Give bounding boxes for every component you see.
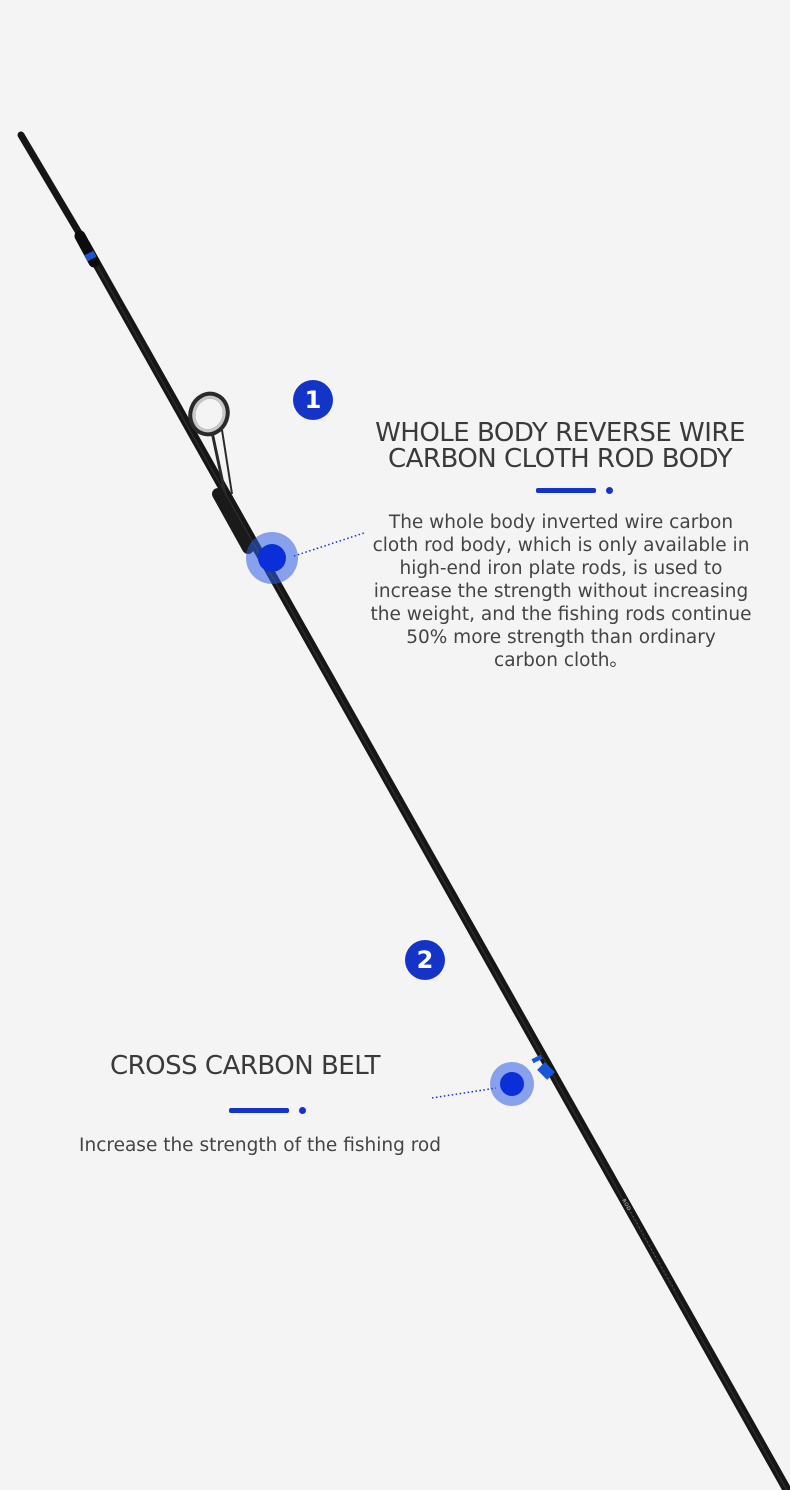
feature-1-desc-line: the weight, and the fishing rods continu…: [370, 604, 752, 625]
carbon-belt-wrap: [537, 1062, 555, 1080]
feature-1-underline: [536, 487, 616, 494]
feature-1-desc-line: carbon cloth。: [494, 650, 628, 671]
feature-1-title-line-1: WHOLE BODY REVERSE WIRE: [375, 418, 745, 448]
feature-2-underline: [229, 1107, 309, 1114]
rod-tip-section: [17, 131, 89, 247]
feature-1-title-line-2: CARBON CLOTH ROD BODY: [387, 444, 733, 474]
feature-1-desc-line: increase the strength without increasing: [373, 581, 749, 602]
connector-1: [293, 532, 365, 557]
feature-1-description: The whole body inverted wire carbon clot…: [346, 511, 776, 672]
feature-2-title: CROSS CARBON BELT: [109, 1051, 381, 1081]
feature-1-hotspot[interactable]: [246, 532, 298, 584]
feature-1-desc-line: high-end iron plate rods, is used to: [399, 558, 723, 579]
feature-1-desc-line: 50% more strength than ordinary: [406, 627, 716, 648]
feature-1-number-badge: 1: [293, 380, 333, 420]
feature-2-number-badge: 2: [405, 940, 445, 980]
line-guide: [188, 391, 254, 554]
feature-1-desc-line: The whole body inverted wire carbon: [388, 512, 734, 533]
feature-2-description: Increase the strength of the fishing rod: [40, 1134, 480, 1157]
connector-2: [431, 1087, 497, 1099]
feature-2-hotspot[interactable]: [490, 1062, 534, 1106]
feature-1-desc-line: cloth rod body, which is only available …: [372, 535, 750, 556]
rod-highlight: [85, 245, 788, 1490]
rod-spec-print: ROD · · · · · · · · · · · · · · · · · · …: [620, 1198, 677, 1292]
feature-2-desc-line: Increase the strength of the fishing rod: [79, 1135, 441, 1156]
feature-1-title: WHOLE BODY REVERSE WIRE CARBON CLOTH ROD…: [340, 420, 780, 472]
tip-ferrule-blue-wrap: [84, 250, 97, 262]
